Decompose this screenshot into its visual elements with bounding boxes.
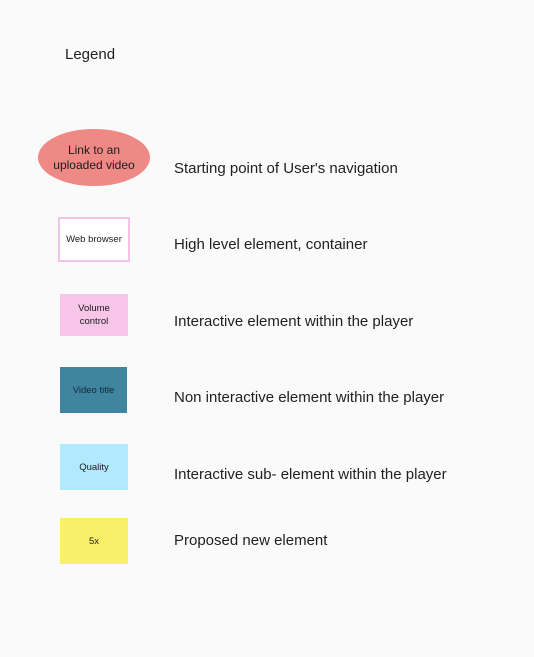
- legend-description: Interactive sub- element within the play…: [174, 466, 447, 483]
- swatch-label-line: control: [79, 316, 109, 327]
- swatch-label-line: Web browser: [66, 234, 122, 245]
- legend-description: High level element, container: [174, 236, 368, 253]
- swatch-quality-box: Quality: [60, 444, 128, 490]
- swatch-volume-control-box: Volume control: [60, 294, 128, 336]
- legend-description: Starting point of User's navigation: [174, 160, 398, 177]
- legend-title: Legend: [65, 46, 116, 63]
- swatch-label-line: Quality: [79, 461, 109, 473]
- legend-description: Non interactive element within the playe…: [174, 389, 445, 406]
- swatch-video-title-box: Video title: [60, 367, 127, 413]
- swatch-label-line: 5x: [88, 535, 100, 547]
- swatch-label-line: Volume: [78, 303, 110, 314]
- swatch-link-uploaded-video-ellipse: Link to an uploaded video: [38, 129, 150, 186]
- swatch-web-browser-box: Web browser: [58, 217, 130, 262]
- legend-description: Interactive element within the player: [174, 313, 414, 330]
- swatch-5x-box: 5x: [60, 518, 128, 564]
- swatch-label-line: uploaded video: [53, 157, 135, 172]
- legend-description: Proposed new element: [174, 532, 328, 549]
- swatch-label-line: Link to an: [67, 142, 121, 157]
- swatch-label-line: Video title: [72, 384, 115, 396]
